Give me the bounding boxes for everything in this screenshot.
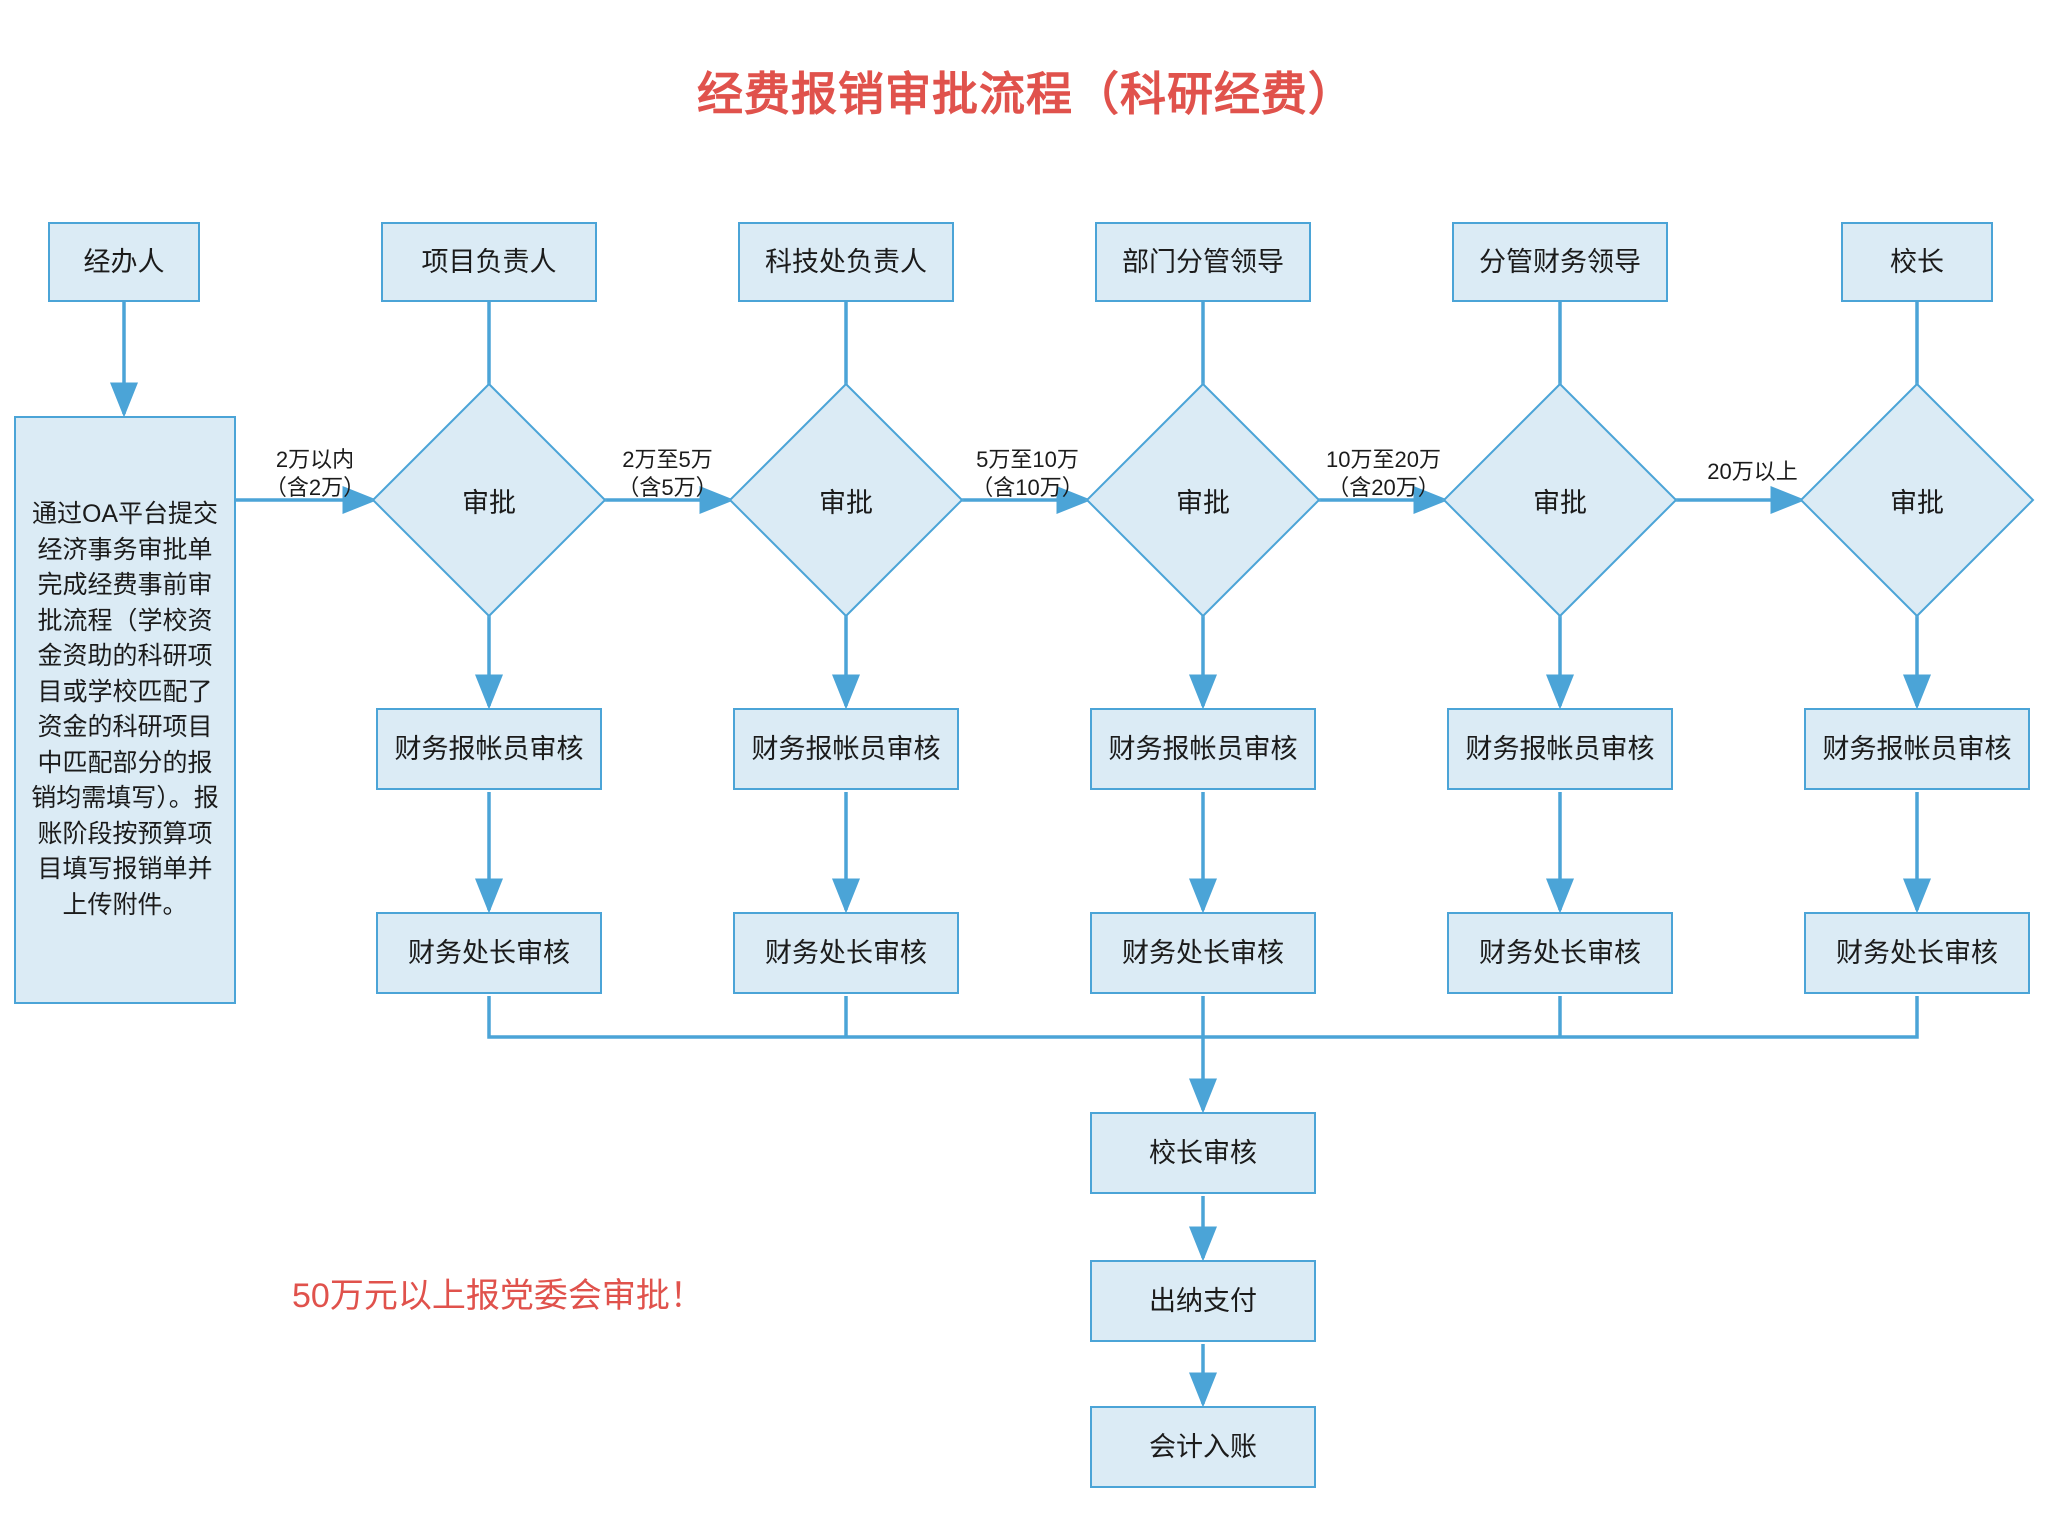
- finance-accountant-review-4: 财务报帐员审核: [1447, 708, 1673, 790]
- decision-label: 审批: [1176, 487, 1230, 518]
- amount-label-4: 10万至20万 （含20万）: [1326, 447, 1441, 500]
- role-box-department-leader: 部门分管领导: [1095, 222, 1311, 302]
- decision-approval-5: 审批: [1799, 372, 2035, 628]
- decision-label: 审批: [1533, 487, 1587, 518]
- president-review-box: 校长审核: [1090, 1112, 1316, 1194]
- role-box-operator: 经办人: [48, 222, 200, 302]
- finance-director-review-3: 财务处长审核: [1090, 912, 1316, 994]
- accounting-entry-box: 会计入账: [1090, 1406, 1316, 1488]
- decision-approval-2: 审批: [728, 372, 964, 628]
- finance-accountant-review-1: 财务报帐员审核: [376, 708, 602, 790]
- amount-label-1: 2万以内 （含2万）: [264, 447, 366, 500]
- finance-accountant-review-3: 财务报帐员审核: [1090, 708, 1316, 790]
- role-box-president: 校长: [1841, 222, 1993, 302]
- decision-approval-1: 审批: [371, 372, 607, 628]
- decision-approval-4: 审批: [1442, 372, 1678, 628]
- page-title: 经费报销审批流程（科研经费）: [697, 68, 1355, 120]
- decision-label: 审批: [819, 487, 873, 518]
- role-box-project-leader: 项目负责人: [381, 222, 597, 302]
- cashier-payment-box: 出纳支付: [1090, 1260, 1316, 1342]
- finance-director-review-5: 财务处长审核: [1804, 912, 2030, 994]
- role-box-sti-office-head: 科技处负责人: [738, 222, 954, 302]
- finance-director-review-4: 财务处长审核: [1447, 912, 1673, 994]
- start-description-text: 通过OA平台提交经济事务审批单完成经费事前审批流程（学校资金资助的科研项目或学校…: [31, 500, 219, 919]
- finance-director-review-1: 财务处长审核: [376, 912, 602, 994]
- warning-note: 50万元以上报党委会审批！: [292, 1277, 704, 1315]
- role-box-finance-leader: 分管财务领导: [1452, 222, 1668, 302]
- amount-label-3: 5万至10万 （含10万）: [971, 447, 1084, 500]
- amount-label-2: 2万至5万 （含5万）: [617, 447, 718, 500]
- decision-label: 审批: [1890, 487, 1944, 518]
- finance-director-review-2: 财务处长审核: [733, 912, 959, 994]
- finance-accountant-review-2: 财务报帐员审核: [733, 708, 959, 790]
- amount-label-5: 20万以上: [1707, 459, 1798, 484]
- start-description-box: 通过OA平台提交经济事务审批单完成经费事前审批流程（学校资金资助的科研项目或学校…: [14, 416, 236, 1004]
- decision-approval-3: 审批: [1085, 372, 1321, 628]
- finance-accountant-review-5: 财务报帐员审核: [1804, 708, 2030, 790]
- decision-label: 审批: [462, 487, 516, 518]
